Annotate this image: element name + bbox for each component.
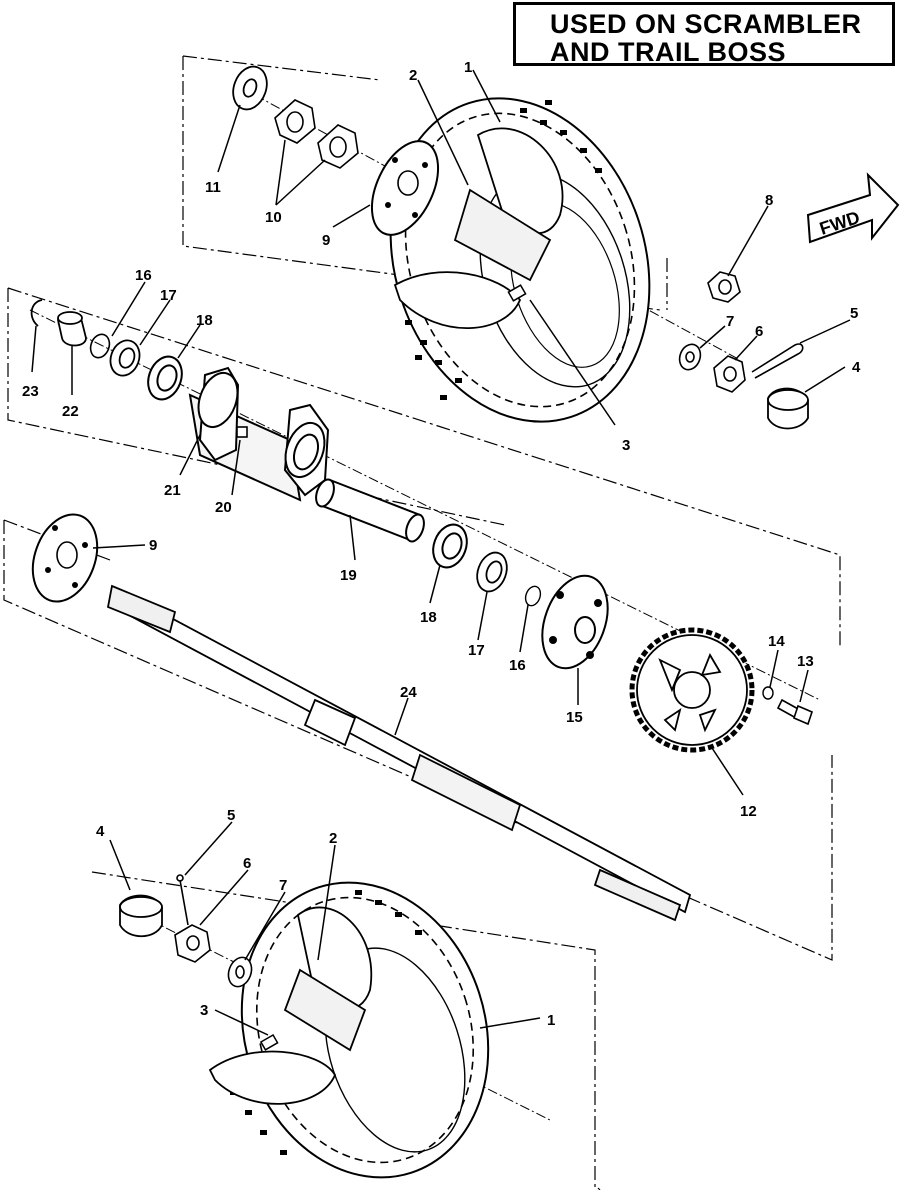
callout-16-right: 16 — [509, 657, 526, 674]
callout-5-upper: 5 — [850, 305, 858, 322]
lower-washer-7 — [227, 956, 253, 988]
callout-5-lower: 5 — [227, 807, 235, 824]
callout-2-lower: 2 — [329, 830, 337, 847]
callout-12: 12 — [740, 803, 757, 820]
callout-10: 10 — [265, 209, 282, 226]
callout-21: 21 — [164, 482, 181, 499]
callout-11: 11 — [205, 179, 221, 196]
o-ring-16-right — [524, 585, 542, 607]
snap-ring-23 — [30, 299, 43, 327]
callout-15: 15 — [566, 709, 583, 726]
fwd-arrow: FWD — [806, 172, 900, 244]
callout-17-right: 17 — [468, 642, 485, 659]
callout-9-mid: 9 — [149, 537, 157, 554]
bearing-18-right — [432, 523, 468, 569]
upper-cotter-pin-5 — [751, 343, 804, 379]
upper-valve-stem-3 — [507, 284, 527, 302]
seal-22 — [57, 311, 87, 347]
grease-fitting-20 — [236, 426, 248, 438]
callout-23: 23 — [22, 383, 39, 400]
callout-18-right: 18 — [420, 609, 437, 626]
bearing-housing-21 — [188, 366, 330, 502]
callout-3-upper: 3 — [622, 437, 630, 454]
callout-6-upper: 6 — [755, 323, 763, 340]
callout-20: 20 — [215, 499, 232, 516]
lug-nut-8 — [707, 271, 741, 303]
spacer-tube-19 — [315, 478, 425, 543]
callout-18-left: 18 — [196, 312, 213, 329]
upper-rim-2 — [393, 127, 564, 330]
callout-labels: 1 2 3 4 5 6 7 8 9 10 11 16 17 18 19 20 2… — [22, 59, 861, 1029]
jam-nuts-10 — [274, 99, 359, 169]
lower-tire-1 — [230, 881, 490, 1179]
seal-17-left — [109, 339, 141, 377]
callout-7-upper: 7 — [726, 313, 734, 330]
callout-3-lower: 3 — [200, 1002, 208, 1019]
upper-hub-cap-4 — [767, 387, 809, 430]
callout-24: 24 — [400, 684, 417, 701]
lower-valve-stem-3 — [259, 1034, 279, 1051]
thrust-washer-11 — [232, 65, 268, 111]
o-ring-16-left — [89, 333, 111, 359]
callout-17-left: 17 — [160, 287, 177, 304]
upper-castle-nut-6 — [713, 355, 746, 393]
callout-14: 14 — [768, 633, 785, 650]
callout-7-lower: 7 — [279, 877, 287, 894]
lower-castle-nut-6 — [174, 924, 211, 963]
upper-washer-7 — [678, 343, 702, 371]
usage-note-line-1: USED ON SCRAMBLER — [550, 9, 862, 39]
callout-22: 22 — [62, 403, 79, 420]
usage-note-line-2: AND TRAIL BOSS — [550, 37, 787, 67]
bolt-13 — [776, 698, 813, 726]
leader-lines — [31, 69, 851, 1036]
rear-axle-24 — [106, 584, 692, 922]
callout-1-upper: 1 — [464, 59, 472, 76]
lower-rim-2 — [208, 906, 373, 1105]
callout-1-lower: 1 — [547, 1012, 555, 1029]
lower-cotter-pin-5 — [176, 874, 189, 926]
callout-9-upper: 9 — [322, 232, 330, 249]
callout-6-lower: 6 — [243, 855, 251, 872]
usage-note-box: USED ON SCRAMBLER AND TRAIL BOSS — [513, 2, 895, 66]
sprocket-hub-15 — [541, 574, 609, 670]
callout-13: 13 — [797, 653, 814, 670]
callout-4-lower: 4 — [96, 823, 105, 840]
callout-4-upper: 4 — [852, 359, 861, 376]
left-hub-9 — [31, 513, 99, 603]
sprocket-12 — [629, 627, 755, 753]
bearing-18-left — [147, 355, 183, 401]
callout-2-upper: 2 — [409, 67, 417, 84]
callout-16-left: 16 — [135, 267, 152, 284]
callout-19: 19 — [340, 567, 357, 584]
upper-hub-9 — [370, 140, 440, 236]
seal-17-right — [476, 551, 508, 593]
callout-8: 8 — [765, 192, 773, 209]
lower-hub-cap-4 — [119, 894, 163, 938]
lock-washer-14 — [762, 686, 774, 700]
